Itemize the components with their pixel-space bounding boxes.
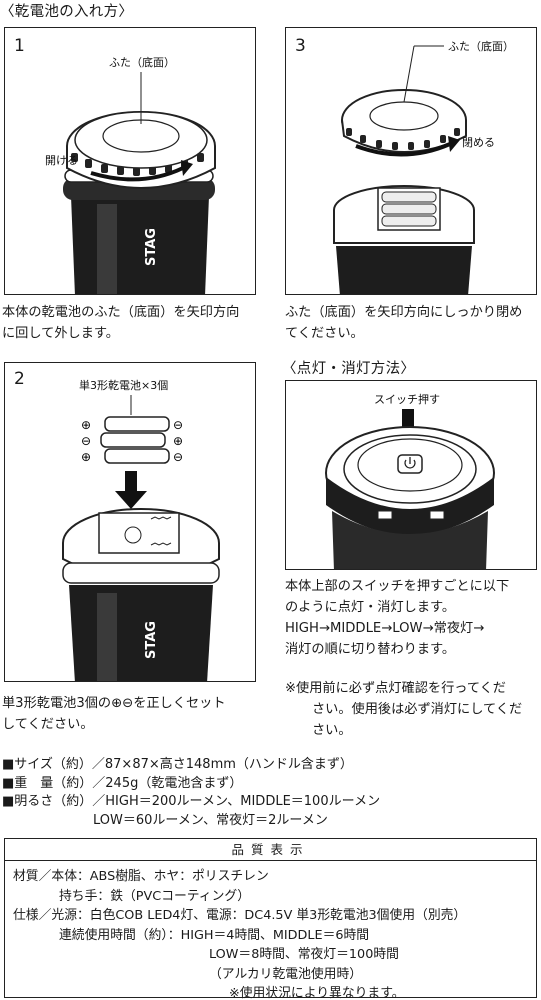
switch-press-label: スイッチ押す: [374, 392, 440, 406]
step1-brand-logo: STAG: [144, 228, 159, 266]
spec-size: ■サイズ（約）／87×87×高さ148mm（ハンドル含まず）: [2, 757, 353, 772]
minus-mark: ⊖: [81, 434, 91, 448]
quality-material-handle: 持ち手：鉄（PVCコーティング）: [59, 888, 250, 904]
minus-mark: ⊖: [173, 450, 183, 464]
step2-caption-line: してください。: [2, 717, 94, 732]
quality-usage-note: ※使用状況により異なります。: [229, 986, 405, 1000]
step2-panel: 2 単3形乾電池×3個 ⊕ ⊖ ⊕ ⊖ ⊕ ⊖ STAG: [4, 362, 256, 682]
lighting-section-title: 〈点灯・消灯方法〉: [282, 361, 416, 377]
lighting-caption: 本体上部のスイッチを押すごとに以下 のように点灯・消灯します。 HIGH→MID…: [285, 576, 509, 660]
step2-illustration: 単3形乾電池×3個 ⊕ ⊖ ⊕ ⊖ ⊕ ⊖ STAG: [62, 378, 220, 681]
plus-mark: ⊕: [81, 450, 91, 464]
quality-runtime-cont: LOW＝8時間、常夜灯＝100時間: [209, 947, 399, 962]
lighting-caption-line: HIGH→MIDDLE→LOW→常夜灯→: [285, 621, 485, 636]
step2-caption-line: 単3形乾電池3個の⊕⊖を正しくセット: [2, 696, 226, 711]
spec-list: ■サイズ（約）／87×87×高さ148mm（ハンドル含まず） ■重 量（約）／2…: [2, 756, 380, 830]
lighting-caption-line: のように点灯・消灯します。: [285, 600, 456, 615]
quality-runtime: 連続使用時間（約）：HIGH＝4時間、MIDDLE＝6時間: [59, 927, 370, 943]
lighting-caption-line: 本体上部のスイッチを押すごとに以下: [285, 579, 510, 594]
step3-caption: ふた（底面）を矢印方向にしっかり閉め てください。: [285, 302, 522, 344]
step3-illustration: ふた（底面） 閉める: [333, 39, 514, 294]
step1-number: 1: [14, 36, 25, 56]
quality-label-box: 品質表示 材質／本体：ABS樹脂、ホヤ：ポリスチレン 持ち手：鉄（PVCコーティ…: [4, 838, 537, 1000]
lighting-note-line: さい。使用後は必ず消灯にしてくだ: [312, 702, 523, 717]
step1-open-label: 開ける: [45, 154, 78, 167]
step1-illustration: ふた（底面） 開ける STAG: [45, 55, 216, 294]
spec-brightness: ■明るさ（約）／HIGH＝200ルーメン、MIDDLE＝100ルーメン: [2, 794, 381, 809]
step3-close-label: 閉める: [462, 136, 495, 149]
switch-illustration: スイッチ押す: [325, 392, 495, 569]
install-section-title: 〈乾電池の入れ方〉: [0, 4, 134, 20]
step1-caption-line: 本体の乾電池のふた（底面）を矢印方向: [2, 305, 240, 320]
spec-weight: ■重 量（約）／245g（乾電池含まず）: [2, 775, 243, 791]
step2-battery-label: 単3形乾電池×3個: [79, 378, 168, 392]
lighting-note: ※使用前に必ず点灯確認を行ってくだ さい。使用後は必ず消灯にしてくだ さい。: [285, 678, 522, 741]
step1-caption: 本体の乾電池のふた（底面）を矢印方向 に回して外します。: [2, 302, 239, 344]
step2-caption: 単3形乾電池3個の⊕⊖を正しくセット してください。: [2, 693, 226, 735]
step3-panel: 3 ふた（底面） 閉める: [285, 27, 537, 295]
step1-cap-label: ふた（底面）: [109, 55, 175, 69]
lighting-note-line: ※使用前に必ず点灯確認を行ってくだ: [285, 681, 506, 696]
spec-brightness-cont: LOW＝60ルーメン、常夜灯＝2ルーメン: [2, 812, 328, 828]
quality-runtime-note: （アルカリ乾電池使用時）: [209, 966, 363, 982]
switch-panel: スイッチ押す: [285, 380, 537, 570]
step3-cap-label: ふた（底面）: [448, 39, 514, 53]
quality-spec: 仕様／光源：白色COB LED4灯、電源：DC4.5V 単3形乾電池3個使用（別…: [13, 908, 467, 923]
plus-mark: ⊕: [81, 418, 91, 432]
plus-mark: ⊕: [173, 434, 183, 448]
step3-caption-line: てください。: [285, 326, 364, 341]
minus-mark: ⊖: [173, 418, 183, 432]
step1-caption-line: に回して外します。: [2, 326, 119, 341]
lighting-note-line: さい。: [312, 723, 352, 738]
step3-caption-line: ふた（底面）を矢印方向にしっかり閉め: [285, 305, 523, 320]
lighting-caption-line: 消灯の順に切り替わります。: [285, 642, 456, 657]
step2-brand-logo: STAG: [144, 621, 159, 659]
step2-number: 2: [14, 369, 25, 389]
step3-number: 3: [295, 36, 306, 56]
step1-panel: 1 ふた（底面） 開ける STAG: [4, 27, 256, 295]
quality-title: 品質表示: [5, 839, 536, 861]
quality-material: 材質／本体：ABS樹脂、ホヤ：ポリスチレン: [13, 869, 269, 884]
